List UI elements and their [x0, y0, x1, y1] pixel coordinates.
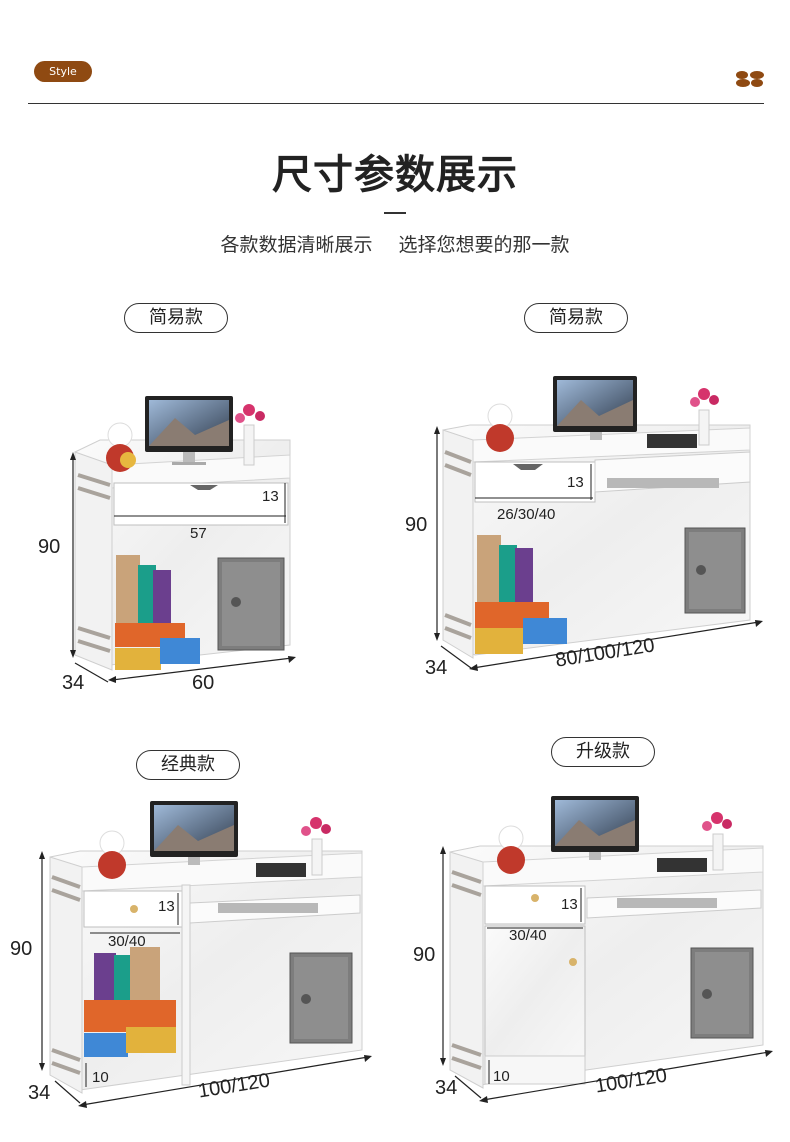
dim-inner-width: 30/40	[108, 933, 146, 950]
dim-base-height: 10	[92, 1069, 109, 1086]
dim-depth: 34	[425, 657, 448, 679]
desk-simple-multi-illustration	[434, 376, 763, 671]
dim-drawer-height: 13	[158, 898, 175, 915]
page-subtitle: 各款数据清晰展示 选择您想要的那一款	[0, 230, 790, 257]
desk-simple-60-illustration	[70, 396, 296, 683]
subtitle-left: 各款数据清晰展示	[220, 234, 373, 256]
dim-inner-width: 26/30/40	[497, 506, 556, 523]
dim-height: 90	[38, 536, 61, 558]
subtitle-right: 选择您想要的那一款	[398, 234, 570, 256]
desk-upgrade-illustration	[440, 796, 773, 1103]
title-dash	[384, 212, 406, 214]
desk-classic: 90 34 100/120 13 30/40 10	[0, 795, 395, 1140]
desk-classic-illustration	[39, 801, 372, 1108]
style-badge: Style	[34, 61, 92, 82]
dim-drawer-height: 13	[262, 488, 279, 505]
model-label-simple-1: 简易款	[124, 303, 228, 333]
dim-inner-width: 57	[190, 525, 207, 542]
dim-drawer-height: 13	[561, 896, 578, 913]
dim-width: 60	[192, 672, 215, 694]
dim-depth: 34	[62, 672, 85, 694]
brand-logo-icon	[736, 71, 764, 87]
model-label-upgrade: 升级款	[551, 737, 655, 767]
dim-base-height: 10	[493, 1068, 510, 1085]
desk-simple-multi: 90 34 80/100/120 13 26/30/40	[395, 370, 790, 700]
dim-inner-width: 30/40	[509, 927, 547, 944]
dim-height: 90	[405, 514, 428, 536]
page-title: 尺寸参数展示	[272, 152, 518, 198]
desk-upgrade: 90 34 100/120 13 30/40 10	[395, 790, 790, 1135]
dim-depth: 34	[435, 1077, 458, 1099]
header-divider	[28, 103, 764, 104]
model-label-classic: 经典款	[136, 750, 240, 780]
dim-depth: 34	[28, 1082, 51, 1104]
dim-drawer-height: 13	[567, 474, 584, 491]
model-label-simple-2: 简易款	[524, 303, 628, 333]
dim-height: 90	[10, 938, 33, 960]
desk-simple-60: 90 34 60 13 57	[0, 380, 395, 710]
dim-height: 90	[413, 944, 436, 966]
